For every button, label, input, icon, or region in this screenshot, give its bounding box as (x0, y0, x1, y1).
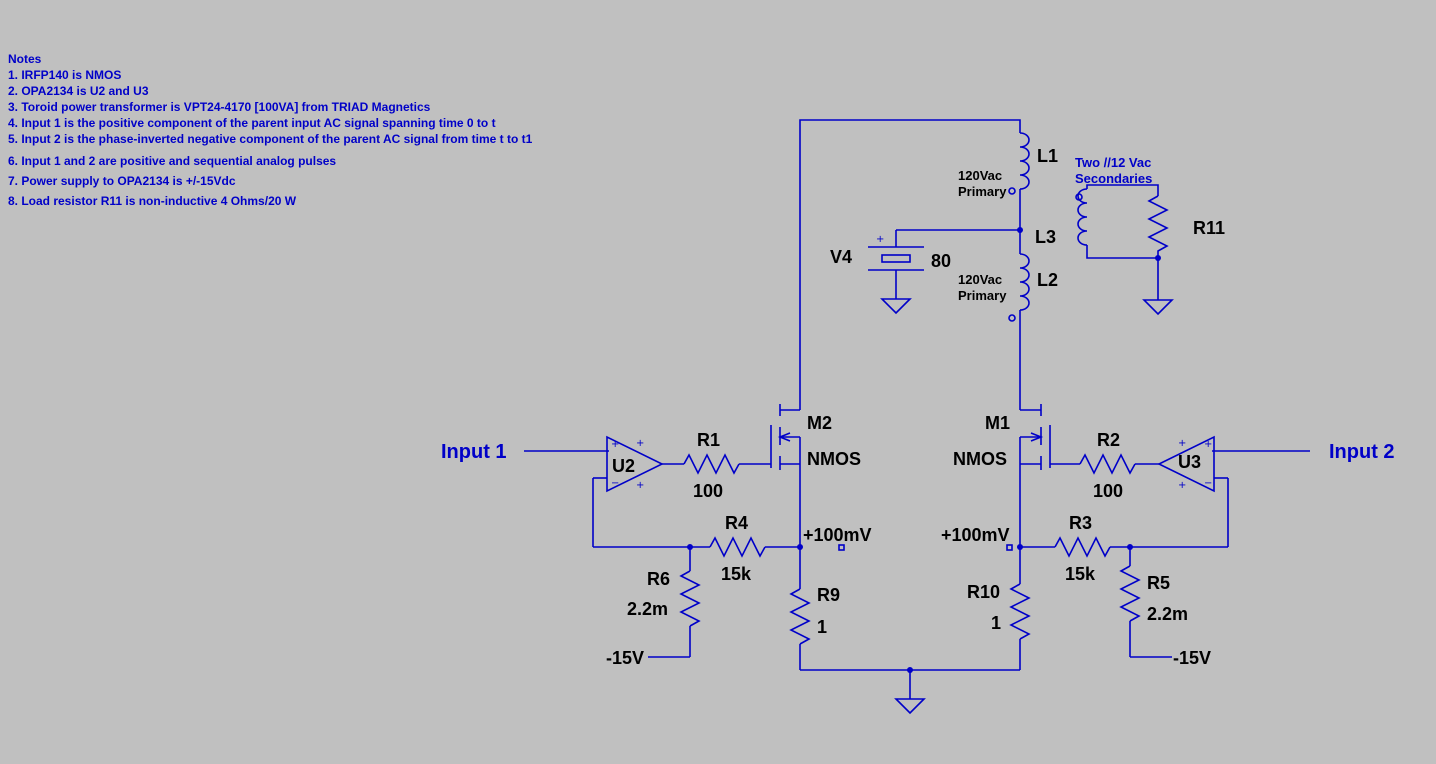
r10-value: 1 (991, 613, 1001, 633)
primary2-label: Primary (958, 288, 1007, 303)
r2-label: R2 (1097, 430, 1120, 450)
svg-text:+: + (636, 480, 644, 491)
l1-label: L1 (1037, 146, 1058, 166)
r6-value: 2.2m (627, 599, 668, 619)
v4-label: V4 (830, 247, 852, 267)
r5-label: R5 (1147, 573, 1170, 593)
r5-value: 2.2m (1147, 604, 1188, 624)
l2-label: L2 (1037, 270, 1058, 290)
r3-label: R3 (1069, 513, 1092, 533)
resistor-r5[interactable] (1119, 565, 1141, 622)
svg-text:−: − (611, 478, 619, 489)
input2-label: Input 2 (1329, 441, 1395, 463)
svg-text:+: + (1204, 439, 1212, 450)
opamp-u3[interactable]: + − + + (1157, 435, 1215, 493)
r9-value: 1 (817, 617, 827, 637)
resistor-r2[interactable] (1079, 453, 1136, 475)
r6-label: R6 (647, 569, 670, 589)
primary1-label: Primary (958, 184, 1007, 199)
note-line: 6. Input 1 and 2 are positive and sequen… (8, 154, 337, 168)
r3-value: 15k (1065, 564, 1096, 584)
ground-symbol-load (1142, 299, 1174, 316)
primary1-voltage: 120Vac (958, 168, 1002, 183)
r4-label: R4 (725, 513, 748, 533)
inductor-l1[interactable] (1008, 132, 1030, 230)
svg-text:−: − (1204, 478, 1212, 489)
resistor-r6[interactable] (679, 570, 701, 627)
mosfet-m2[interactable] (770, 404, 800, 470)
opamp-u2[interactable]: + − + + (606, 435, 664, 493)
r11-label: R11 (1193, 218, 1225, 238)
notes-block: Notes 1. IRFP140 is NMOS 2. OPA2134 is U… (8, 51, 532, 209)
r1-value: 100 (693, 481, 723, 501)
mosfet-m1[interactable] (1020, 404, 1051, 470)
notes-title: Notes (8, 52, 42, 66)
note-line: 1. IRFP140 is NMOS (8, 68, 122, 82)
primary2-voltage: 120Vac (958, 272, 1002, 287)
left-node-voltage: +100mV (803, 525, 872, 545)
r1-label: R1 (697, 430, 720, 450)
inductor-l3[interactable] (1075, 184, 1159, 259)
neg-supply-left: -15V (606, 648, 644, 668)
v4-value: 80 (931, 251, 951, 271)
r2-value: 100 (1093, 481, 1123, 501)
resistor-r11[interactable] (1147, 195, 1169, 258)
note-line: 3. Toroid power transformer is VPT24-417… (8, 100, 431, 114)
inductor-l2[interactable] (1008, 230, 1030, 325)
note-line: 5. Input 2 is the phase-inverted negativ… (8, 132, 533, 146)
m1-type: NMOS (953, 449, 1007, 469)
resistor-r3[interactable] (1054, 536, 1111, 558)
m2-type: NMOS (807, 449, 861, 469)
svg-text:+: + (1178, 438, 1186, 449)
right-node-voltage: +100mV (941, 525, 1010, 545)
note-line: 2. OPA2134 is U2 and U3 (8, 84, 149, 98)
secondary-voltage: Two //12 Vac (1075, 155, 1151, 170)
ground-symbol-v4 (880, 298, 912, 315)
resistor-r1[interactable] (683, 453, 740, 475)
note-line: 7. Power supply to OPA2134 is +/-15Vdc (8, 174, 236, 188)
r9-label: R9 (817, 585, 840, 605)
l3-label: L3 (1035, 227, 1056, 247)
svg-text:+: + (636, 438, 644, 449)
probe-marker-left (838, 544, 845, 551)
probe-marker-right (1006, 544, 1013, 551)
ground-symbol-main (894, 698, 926, 715)
r10-label: R10 (967, 582, 1000, 602)
svg-text:+: + (876, 234, 884, 245)
resistor-r10[interactable] (1009, 583, 1031, 640)
neg-supply-right: -15V (1173, 648, 1211, 668)
note-line: 8. Load resistor R11 is non-inductive 4 … (8, 194, 297, 208)
u3-label: U3 (1178, 452, 1201, 472)
u2-label: U2 (612, 456, 635, 476)
r4-value: 15k (721, 564, 752, 584)
m1-label: M1 (985, 413, 1010, 433)
note-line: 4. Input 1 is the positive component of … (8, 116, 496, 130)
m2-label: M2 (807, 413, 832, 433)
svg-text:+: + (611, 439, 619, 450)
input1-label: Input 1 (441, 441, 507, 463)
resistor-r4[interactable] (709, 536, 766, 558)
secondary-label: Secondaries (1075, 171, 1152, 186)
resistor-r9[interactable] (789, 588, 811, 645)
svg-text:+: + (1178, 480, 1186, 491)
